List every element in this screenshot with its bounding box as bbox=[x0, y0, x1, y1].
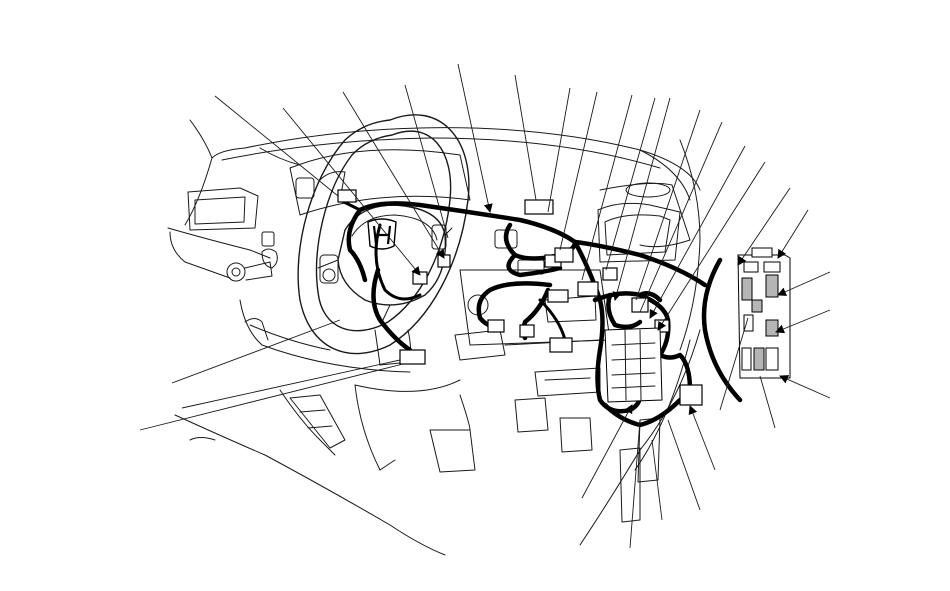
callout-leader bbox=[581, 94, 633, 281]
callout-leader bbox=[688, 405, 716, 471]
callout-leader bbox=[181, 359, 401, 409]
connector bbox=[549, 337, 573, 353]
fuse bbox=[741, 277, 753, 301]
callout-leader bbox=[657, 161, 766, 331]
callout-leader bbox=[342, 91, 445, 259]
callout-leader bbox=[651, 439, 663, 521]
callout-leader bbox=[457, 63, 493, 213]
callout-leader bbox=[775, 309, 831, 334]
callout-leader bbox=[737, 187, 791, 266]
fuse bbox=[743, 314, 754, 332]
callout-leaders bbox=[139, 63, 831, 549]
connector bbox=[679, 384, 703, 406]
callout-leader bbox=[581, 404, 633, 499]
fuse bbox=[765, 319, 779, 337]
callout-leader bbox=[605, 97, 656, 271]
callout-leader bbox=[635, 109, 701, 301]
fuse bbox=[765, 274, 779, 298]
fuse bbox=[741, 347, 752, 371]
callout-leader bbox=[719, 317, 749, 411]
callout-leader bbox=[639, 121, 723, 313]
connector bbox=[412, 271, 428, 285]
connector bbox=[519, 324, 535, 338]
callout-leader bbox=[514, 74, 537, 201]
fuse-slot bbox=[751, 247, 773, 258]
connector bbox=[524, 199, 554, 215]
callout-leader bbox=[777, 209, 809, 259]
callout-leader bbox=[612, 97, 671, 301]
callout-leader bbox=[214, 95, 339, 197]
callout-leader bbox=[759, 375, 776, 429]
connector bbox=[337, 189, 357, 203]
fuse bbox=[765, 347, 779, 371]
callout-leader bbox=[404, 84, 449, 239]
fuse bbox=[743, 261, 759, 273]
connector bbox=[602, 267, 618, 281]
callout-leader bbox=[777, 271, 831, 296]
junction-box bbox=[604, 327, 663, 403]
callout-leader bbox=[649, 145, 746, 319]
fuse bbox=[751, 299, 763, 313]
connector bbox=[437, 254, 451, 268]
fuse bbox=[763, 261, 781, 273]
steering-wheel bbox=[297, 114, 470, 366]
callout-leader bbox=[547, 87, 571, 213]
callout-leader bbox=[629, 419, 641, 549]
callout-leader bbox=[139, 363, 404, 431]
connector bbox=[547, 289, 569, 303]
callout-leader bbox=[559, 91, 598, 251]
fuse-box-inset bbox=[737, 247, 791, 379]
connectors bbox=[337, 189, 703, 406]
honda-h-icon bbox=[367, 218, 397, 250]
fuse bbox=[753, 347, 765, 371]
callout-leader bbox=[171, 319, 341, 384]
callout-leader bbox=[282, 107, 421, 276]
connector bbox=[487, 319, 505, 333]
callout-leader bbox=[779, 375, 831, 399]
connector bbox=[399, 349, 426, 365]
connector bbox=[554, 247, 574, 263]
connector bbox=[577, 281, 599, 297]
callout-leader bbox=[667, 419, 701, 511]
